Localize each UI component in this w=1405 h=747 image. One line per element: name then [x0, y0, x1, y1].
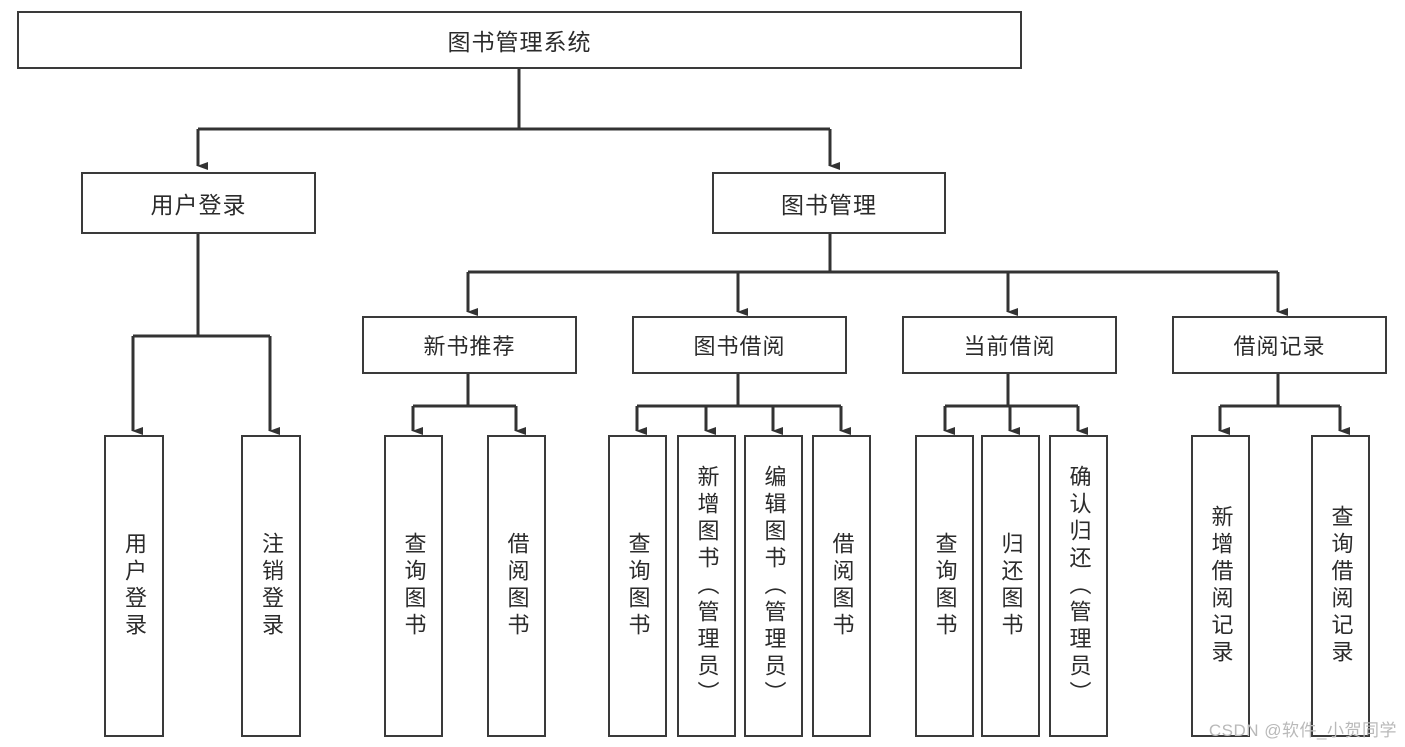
node-current-borrow[interactable]: 当前借阅	[902, 316, 1117, 374]
node-leaf-query-book-1[interactable]: 查询图书	[384, 435, 443, 737]
node-borrow-record-label: 借阅记录	[1233, 334, 1326, 359]
node-book-manage-label: 图书管理	[781, 192, 877, 218]
node-leaf-add-book[interactable]: 新增图书（管理员）	[677, 435, 736, 737]
node-leaf-user-login-label: 用户登录	[122, 532, 147, 640]
node-leaf-return-book-label: 归还图书	[998, 532, 1024, 640]
node-leaf-add-record-label: 新增借阅记录	[1208, 505, 1234, 667]
node-leaf-query-book-1-label: 查询图书	[401, 532, 427, 640]
node-leaf-query-book-3[interactable]: 查询图书	[915, 435, 974, 737]
node-book-borrow-label: 图书借阅	[693, 334, 786, 359]
node-leaf-edit-book[interactable]: 编辑图书（管理员）	[744, 435, 803, 737]
watermark-text: CSDN @软件_小贺同学	[1208, 721, 1397, 740]
node-user-login-label: 用户登录	[150, 192, 247, 218]
node-leaf-query-book-3-label: 查询图书	[932, 532, 958, 640]
node-leaf-borrow-book-2[interactable]: 借阅图书	[812, 435, 871, 737]
node-leaf-query-record[interactable]: 查询借阅记录	[1311, 435, 1370, 737]
node-leaf-confirm-return-label: 确认归还（管理员）	[1066, 464, 1092, 708]
node-borrow-record[interactable]: 借阅记录	[1172, 316, 1387, 374]
node-leaf-confirm-return[interactable]: 确认归还（管理员）	[1049, 435, 1108, 737]
node-leaf-user-logout[interactable]: 注销登录	[241, 435, 301, 737]
node-leaf-user-logout-label: 注销登录	[259, 532, 284, 640]
node-root[interactable]: 图书管理系统	[17, 11, 1022, 69]
node-new-book-rec[interactable]: 新书推荐	[362, 316, 577, 374]
node-current-borrow-label: 当前借阅	[963, 334, 1056, 359]
node-root-label: 图书管理系统	[447, 29, 592, 55]
node-leaf-query-book-2-label: 查询图书	[625, 532, 651, 640]
node-leaf-return-book[interactable]: 归还图书	[981, 435, 1040, 737]
node-leaf-borrow-book-1[interactable]: 借阅图书	[487, 435, 546, 737]
node-leaf-add-book-label: 新增图书（管理员）	[694, 464, 720, 708]
node-leaf-borrow-book-2-label: 借阅图书	[829, 532, 855, 640]
node-leaf-query-record-label: 查询借阅记录	[1328, 505, 1354, 667]
node-user-login[interactable]: 用户登录	[81, 172, 316, 234]
node-leaf-edit-book-label: 编辑图书（管理员）	[761, 464, 787, 708]
node-leaf-borrow-book-1-label: 借阅图书	[504, 532, 530, 640]
node-book-manage[interactable]: 图书管理	[712, 172, 946, 234]
node-leaf-user-login[interactable]: 用户登录	[104, 435, 164, 737]
node-leaf-query-book-2[interactable]: 查询图书	[608, 435, 667, 737]
node-book-borrow[interactable]: 图书借阅	[632, 316, 847, 374]
node-new-book-rec-label: 新书推荐	[423, 334, 516, 359]
node-leaf-add-record[interactable]: 新增借阅记录	[1191, 435, 1250, 737]
